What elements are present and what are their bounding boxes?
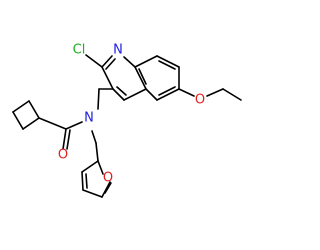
bond xyxy=(156,88,180,101)
atom-labels: Cl N O O N O xyxy=(58,43,205,186)
bond xyxy=(158,60,176,70)
bond xyxy=(81,160,99,173)
atom-label-cl: Cl xyxy=(73,43,86,58)
bond-skeleton xyxy=(12,54,242,198)
bond xyxy=(101,66,114,90)
bond xyxy=(116,86,127,96)
bond xyxy=(134,66,147,90)
bond xyxy=(95,142,99,162)
bond xyxy=(112,88,125,101)
bond xyxy=(97,160,104,175)
bond xyxy=(66,129,71,150)
bond xyxy=(97,88,100,110)
bond xyxy=(65,121,83,130)
bond xyxy=(156,55,180,68)
bond xyxy=(134,55,158,68)
atom-label-o-furan: O xyxy=(103,171,113,186)
molecule-structure-diagram: Cl N O O N O xyxy=(12,43,242,198)
atom-label-n-amide: N xyxy=(84,111,94,126)
bond xyxy=(12,111,24,130)
bond xyxy=(101,55,113,68)
atom-label-o-carbonyl: O xyxy=(58,148,68,163)
bond xyxy=(123,56,136,68)
atom-label-o-ether: O xyxy=(195,93,205,108)
bond xyxy=(104,182,112,194)
bond xyxy=(145,88,158,101)
bond xyxy=(62,128,67,150)
bond xyxy=(138,68,147,85)
bond xyxy=(81,171,84,191)
bond xyxy=(22,117,40,130)
bond xyxy=(12,100,30,113)
bond xyxy=(178,88,195,97)
bond xyxy=(123,88,147,101)
bond xyxy=(206,88,224,97)
bond xyxy=(158,86,176,96)
atom-label-n-quinoline: N xyxy=(113,43,123,58)
bond xyxy=(38,117,67,130)
bond xyxy=(85,54,103,68)
bond xyxy=(222,88,242,101)
bond xyxy=(28,100,40,119)
bond xyxy=(91,130,97,144)
bond xyxy=(105,58,116,70)
bond xyxy=(101,181,111,198)
bond xyxy=(82,189,103,198)
bond xyxy=(85,173,88,189)
